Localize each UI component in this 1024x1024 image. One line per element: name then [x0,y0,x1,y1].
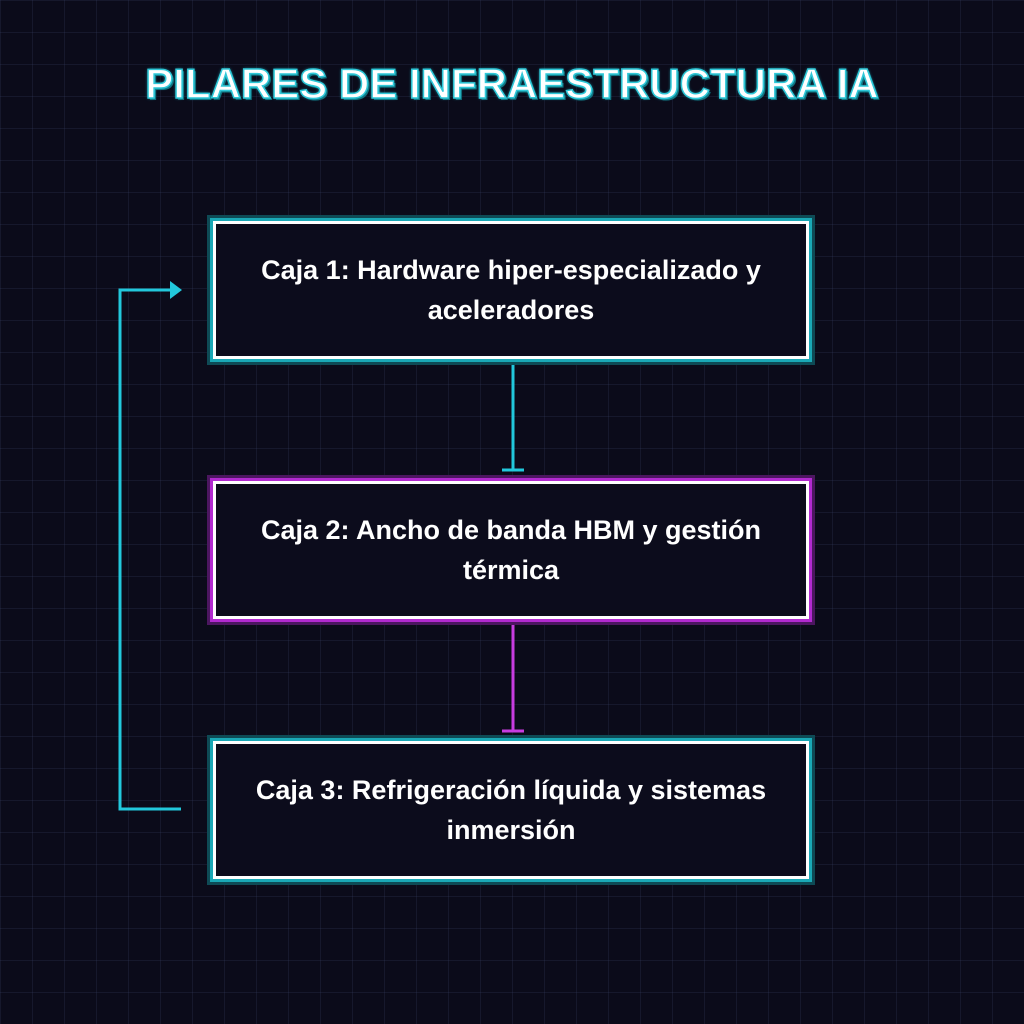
box-1: Caja 1: Hardware hiper-especializado y a… [213,221,809,359]
connector-box2-to-box3 [502,622,524,733]
box-3: Caja 3: Refrigeración líquida y sistemas… [213,741,809,879]
box-2-label: Caja 2: Ancho de banda HBM y gestión tér… [260,515,762,585]
diagram-title: PILARES DE INFRAESTRUCTURA IA [145,59,880,108]
box-2: Caja 2: Ancho de banda HBM y gestión tér… [213,481,809,619]
box-3-label: Caja 3: Refrigeración líquida y sistemas… [255,775,767,845]
feedback-loop-arrow [118,281,182,811]
arrowhead-icon [170,281,182,299]
box-1-label: Caja 1: Hardware hiper-especializado y a… [261,255,761,325]
connector-box1-to-box2 [502,362,524,472]
